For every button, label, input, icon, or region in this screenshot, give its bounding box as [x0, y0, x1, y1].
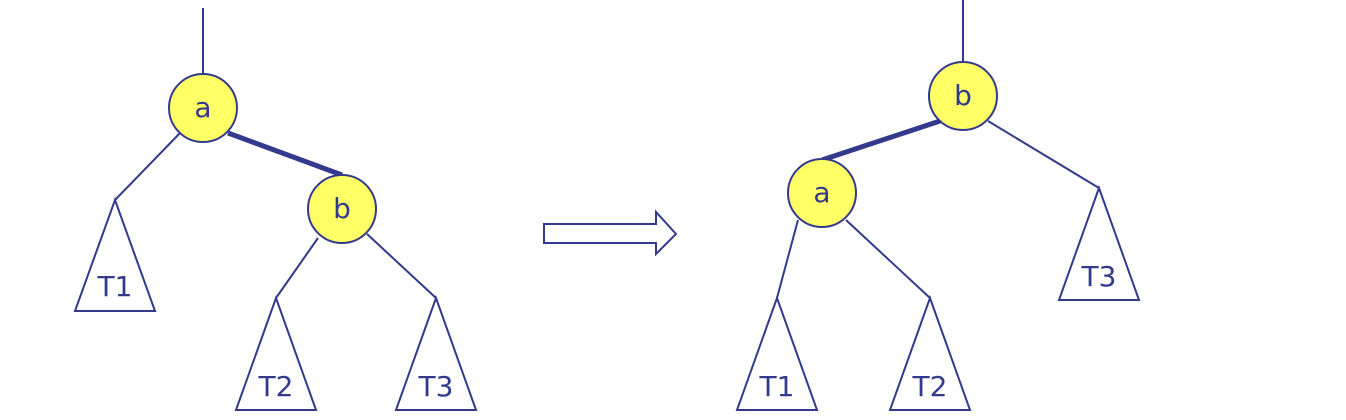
left-edge-a-t1 [114, 132, 181, 201]
left-subtree-t2-label: T2 [258, 370, 294, 403]
right-subtree-t3: T3 [1057, 185, 1141, 301]
left-tree: T1 T2 T3 a b [73, 8, 478, 411]
left-subtree-t3-label: T3 [418, 370, 454, 403]
left-subtree-t1-triangle [73, 197, 157, 312]
right-subtree-t2-label: T2 [912, 370, 948, 403]
right-node-a-circle [787, 158, 857, 228]
right-subtree-t1-triangle [735, 295, 819, 411]
left-subtree-t2-triangle [234, 295, 318, 411]
left-edge-b-t2 [275, 237, 319, 299]
right-edge-a-t1 [776, 219, 799, 299]
left-subtree-t1: T1 [73, 197, 157, 312]
right-node-a-label: a [813, 176, 830, 209]
right-node-b-circle [928, 61, 998, 131]
right-subtree-t2-triangle [888, 295, 972, 411]
left-edge-b-t3 [366, 233, 437, 299]
right-node-a: a [787, 158, 857, 228]
right-subtree-t1-label: T1 [759, 370, 795, 403]
right-node-b: b [928, 61, 998, 131]
left-subtree-t1-label: T1 [97, 270, 133, 303]
left-node-a: a [168, 73, 238, 143]
right-edge-b-a [821, 118, 941, 163]
right-subtree-t2: T2 [888, 295, 972, 411]
left-node-a-label: a [194, 91, 211, 124]
left-node-b: b [307, 174, 377, 244]
left-subtree-t2: T2 [234, 295, 318, 411]
right-edge-a-t2 [845, 219, 931, 299]
right-subtree-t3-triangle [1057, 185, 1141, 301]
left-node-b-circle [307, 174, 377, 244]
right-node-b-label: b [954, 79, 972, 112]
right-edge-b-t3 [987, 120, 1100, 189]
left-edge-a-b [227, 130, 343, 178]
left-subtree-t3: T3 [394, 295, 478, 411]
left-node-b-label: b [333, 192, 351, 225]
right-subtree-t3-label: T3 [1081, 260, 1117, 293]
right-subtree-t1: T1 [735, 295, 819, 411]
left-node-a-circle [168, 73, 238, 143]
transform-arrow [543, 209, 678, 257]
left-subtree-t3-triangle [394, 295, 478, 411]
right-tree: T1 T2 T3 b a [735, 0, 1141, 411]
